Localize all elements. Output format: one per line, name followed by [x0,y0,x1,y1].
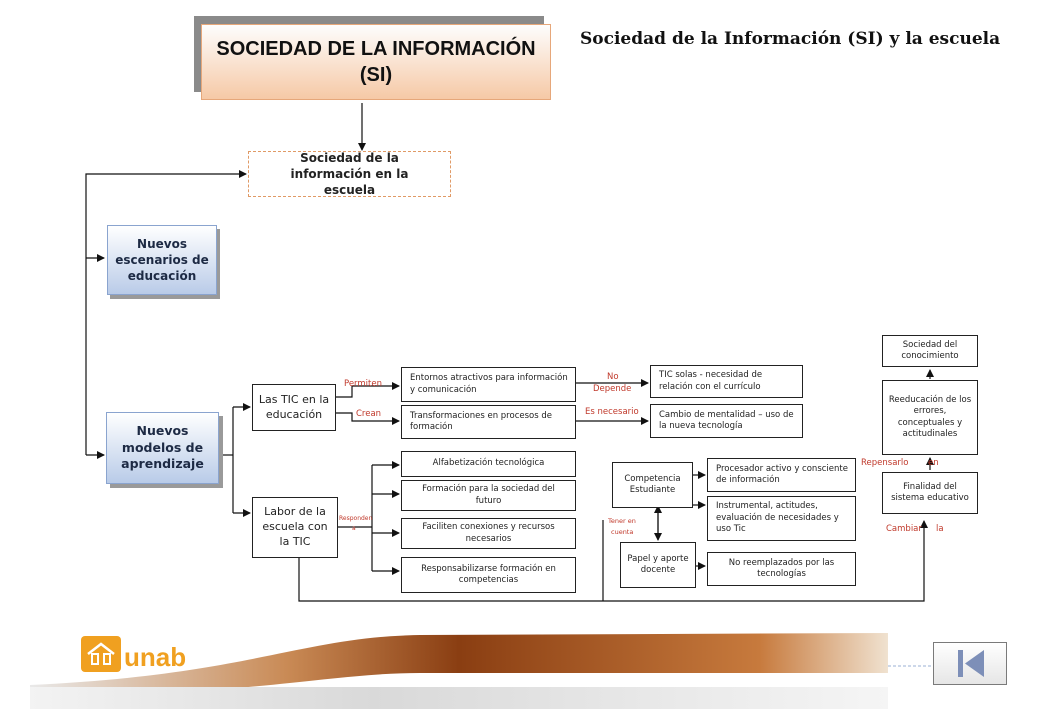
node-instrumental: Instrumental, actitudes, evaluación de n… [707,496,856,541]
node-competencia-estudiante: Competencia Estudiante [612,462,693,508]
unab-logo-text: unab [124,642,187,672]
skip-back-icon [958,650,984,677]
node-labor-escuela: Labor de la escuela con la TIC [252,497,338,558]
node-si-escuela: Sociedad de la información en la escuela [248,151,451,197]
label-responden: Responden [339,515,373,522]
node-transformaciones: Transformaciones en procesos de formació… [401,405,576,439]
label-repensarlo: Repensarlo [861,458,909,468]
label-crean: Crean [356,409,382,419]
label-la: la [936,524,944,534]
label-cambiar: Cambiar [886,524,922,534]
label-es-necesario: Es necesario [585,407,639,417]
unab-logo: unab [80,634,200,674]
node-tic-solas: TIC solas - necesidad de relación con el… [650,365,803,398]
label-cuenta: cuenta [611,528,634,536]
label-permiten: Permiten [344,379,382,389]
node-finalidad: Finalidad del sistema educativo [882,472,978,514]
node-nuevos-modelos: Nuevos modelos de aprendizaje [106,412,219,484]
page-title: Sociedad de la Información (SI) y la esc… [580,29,1001,49]
label-en: en [928,458,939,468]
node-faciliten: Faciliten conexiones y recursos necesari… [401,518,576,549]
label-no: No [607,372,619,382]
node-tic-educacion: Las TIC en la educación [252,384,336,431]
node-no-reemplazados: No reemplazados por las tecnologías [707,552,856,586]
node-reeducacion: Reeducación de los errores, conceptuales… [882,380,978,455]
node-entornos: Entornos atractivos para información y c… [401,367,576,402]
node-sociedad-conocimiento: Sociedad del conocimiento [882,335,978,367]
skip-back-button[interactable] [933,642,1007,685]
main-title-line2: (SI) [359,64,393,86]
label-depende: Depende [593,384,632,394]
node-procesador: Procesador activo y consciente de inform… [707,458,856,492]
footer-band [30,633,934,709]
node-nuevos-escenarios: Nuevos escenarios de educación [107,225,217,295]
node-responsabilizarse: Responsabilizarse formación en competenc… [401,557,576,593]
main-title-box: SOCIEDAD DE LA INFORMACIÓN (SI) [201,24,551,100]
unab-logo-icon [81,636,121,672]
label-responden-a: a [352,525,356,532]
node-alfabetizacion: Alfabetización tecnológica [401,451,576,477]
label-tener-en: Tener en [608,517,636,525]
node-papel-docente: Papel y aporte docente [620,542,696,588]
node-cambio-mentalidad: Cambio de mentalidad – uso de la nueva t… [650,404,803,438]
node-formacion-sociedad: Formación para la sociedad del futuro [401,480,576,511]
main-title-line1: SOCIEDAD DE LA INFORMACIÓN [216,38,536,60]
